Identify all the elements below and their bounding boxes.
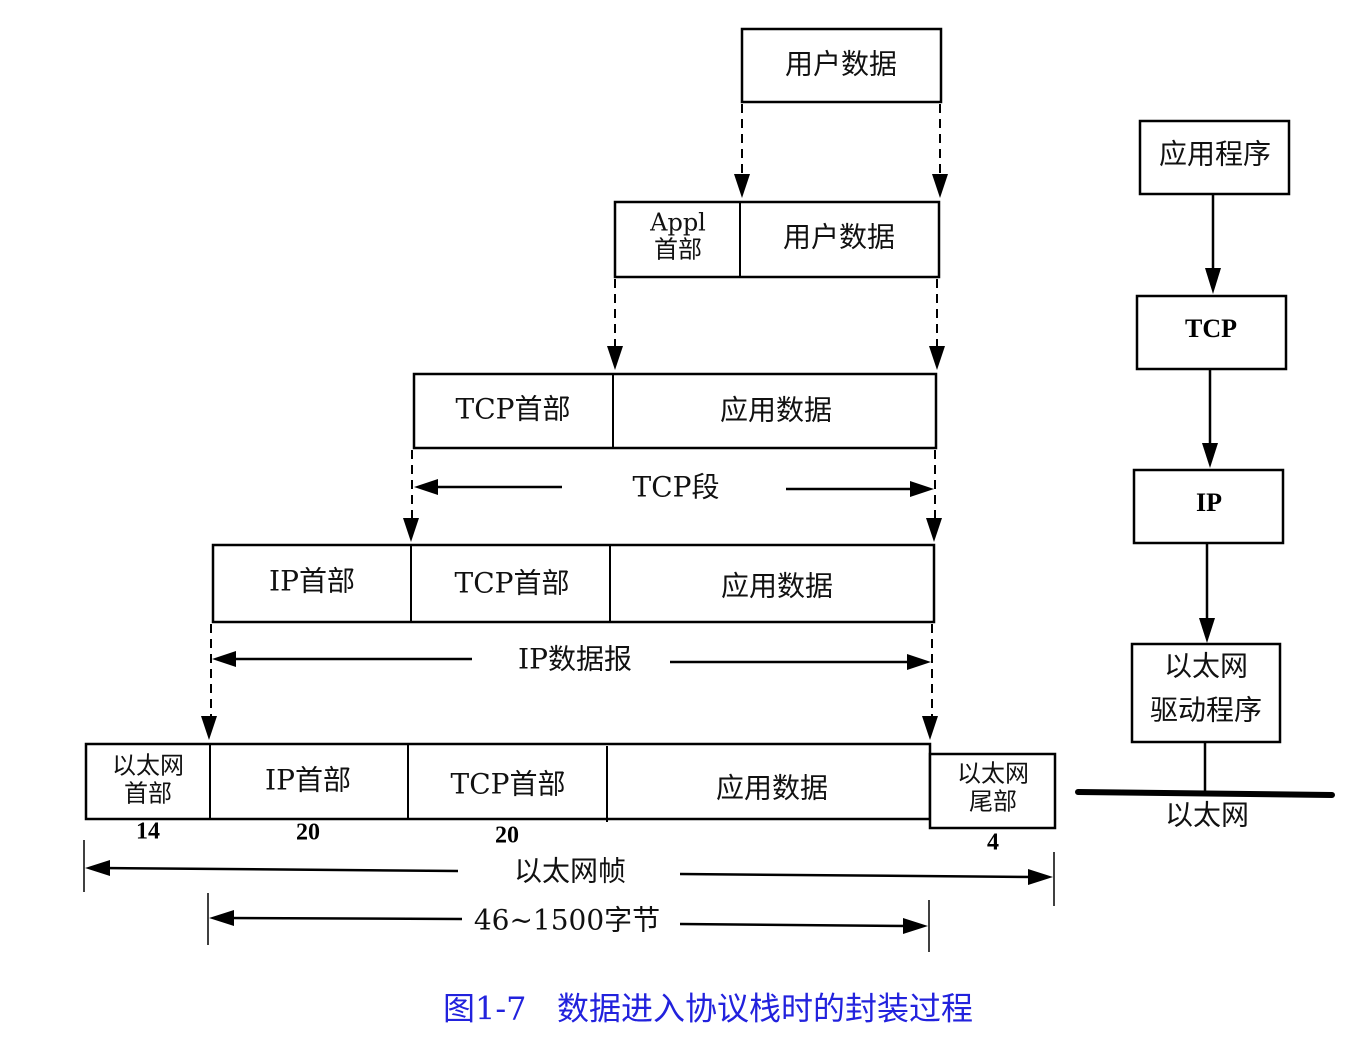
stack-tcp-label: TCP <box>1185 314 1237 343</box>
arrow-left-icon <box>212 651 236 667</box>
tcp-segment-span-label: TCP段 <box>633 471 720 504</box>
arrow-down-icon <box>1199 618 1215 643</box>
tcp-row: TCP首部 应用数据 <box>412 372 938 450</box>
payload-span-label: 46~1500字节 <box>474 904 660 937</box>
size-eth-header: 14 <box>136 819 160 845</box>
eth-header-line1: 以太网 <box>112 752 184 780</box>
stack-tcp-box <box>1135 294 1288 371</box>
stack-ip-box <box>1132 468 1285 545</box>
ip-header-label: IP首部 <box>269 565 355 598</box>
stack-network-label: 以太网 <box>1165 799 1249 832</box>
stack-app-label: 应用程序 <box>1159 138 1271 171</box>
user-data-box <box>740 27 943 104</box>
eth-header-line2: 首部 <box>124 780 172 808</box>
figure-caption: 图1-7 数据进入协议栈时的封装过程 <box>443 990 973 1028</box>
arrow-down-icon <box>734 174 750 198</box>
arrow-down-icon <box>929 346 945 370</box>
eth-trailer-line1: 以太网 <box>957 760 1029 788</box>
ethernet-bus-line <box>1075 789 1335 798</box>
appl-row: Appl 首部 用户数据 <box>613 200 941 279</box>
tcp-header-label: TCP首部 <box>456 393 571 426</box>
ip-data-label: 应用数据 <box>721 570 833 603</box>
arrow-down-icon <box>403 518 419 542</box>
arrow-right-icon <box>907 654 931 670</box>
arrow-left-icon <box>209 910 234 926</box>
stack-ip-label: IP <box>1196 488 1222 517</box>
span-line <box>679 872 1035 879</box>
appl-data-label: 用户数据 <box>783 221 895 254</box>
size-ip-header: 20 <box>296 820 320 846</box>
user-data-label: 用户数据 <box>785 48 897 81</box>
appl-box <box>613 200 941 279</box>
arrow-right-icon <box>1028 869 1053 885</box>
arrow-down-icon <box>201 716 217 740</box>
span-line <box>223 916 463 921</box>
arrow-right-icon <box>910 481 934 497</box>
eth-tcp-header-label: TCP首部 <box>451 768 566 801</box>
appl-header-line2: 首部 <box>654 236 702 264</box>
ip-row: IP首部 TCP首部 应用数据 <box>211 543 936 624</box>
protocol-stack: 应用程序 TCP IP 以太网 驱动程序 以太网 <box>1075 119 1335 832</box>
eth-data-label: 应用数据 <box>716 772 828 805</box>
arrow-down-icon <box>932 174 948 198</box>
arrow-down-icon <box>1205 268 1221 294</box>
stack-driver-box <box>1130 642 1282 744</box>
span-line <box>99 866 459 873</box>
size-trailer: 4 <box>987 830 999 856</box>
stack-app-box <box>1138 119 1291 196</box>
arrow-down-icon <box>926 518 942 542</box>
arrow-down-icon <box>922 716 938 740</box>
arrow-left-icon <box>414 479 438 495</box>
appl-header-line1: Appl <box>649 209 706 237</box>
stack-driver-line1: 以太网 <box>1164 650 1248 683</box>
arrow-down-icon <box>607 346 623 370</box>
ethernet-frame-box <box>84 742 932 821</box>
size-tcp-header: 20 <box>495 823 519 849</box>
eth-trailer-line2: 尾部 <box>969 788 1017 816</box>
ethernet-trailer-box <box>928 752 1057 830</box>
arrow-right-icon <box>903 918 928 934</box>
user-data-row: 用户数据 <box>740 27 943 104</box>
stack-driver-line2: 驱动程序 <box>1150 694 1262 727</box>
arrow-left-icon <box>85 860 110 876</box>
arrow-down-icon <box>1202 443 1218 468</box>
tcp-segment-box <box>412 372 938 450</box>
ip-datagram-box <box>211 543 936 624</box>
ip-tcp-header-label: TCP首部 <box>455 567 570 600</box>
span-line <box>679 922 909 928</box>
ethernet-row: 以太网 首部 IP首部 TCP首部 应用数据 以太网 尾部 <box>84 742 1057 830</box>
ip-datagram-span-label: IP数据报 <box>518 643 632 676</box>
eth-ip-header-label: IP首部 <box>265 764 351 797</box>
tcp-data-label: 应用数据 <box>720 394 832 427</box>
ethernet-frame-span-label: 以太网帧 <box>514 855 626 888</box>
